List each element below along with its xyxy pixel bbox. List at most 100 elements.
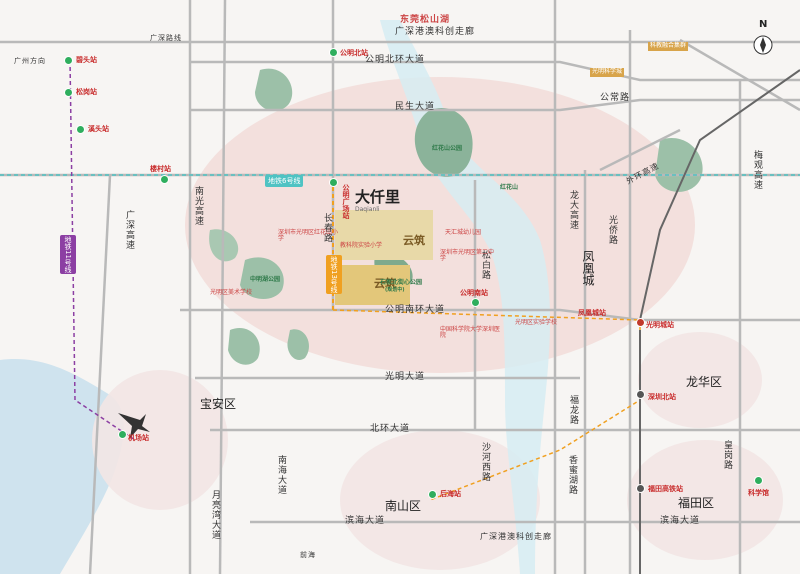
park-south <box>287 329 310 360</box>
station-airport-marker[interactable] <box>118 430 127 439</box>
badge-line11: 地铁11号线 <box>60 235 76 274</box>
station-bitou-marker[interactable] <box>64 56 73 65</box>
station-fenghuangcheng[interactable]: 凤凰城站 <box>578 309 606 317</box>
park-southwest <box>228 328 260 365</box>
rail-line <box>639 69 800 321</box>
nanshan-oval <box>340 430 540 570</box>
station-shenzhen-north-marker[interactable] <box>636 390 645 399</box>
project-block-b <box>335 265 410 305</box>
station-songgang[interactable]: 松岗站 <box>76 88 97 96</box>
project-block-a <box>335 210 433 260</box>
badge-line6: 地铁6号线 <box>265 175 304 187</box>
label-qianhai: 前海 <box>300 551 316 559</box>
station-gongming-north-marker[interactable] <box>329 48 338 57</box>
station-gongming-square-marker[interactable] <box>329 178 338 187</box>
station-houhai[interactable]: 后海站 <box>440 490 461 498</box>
metro-line11 <box>69 59 136 441</box>
tag-science-cluster: 科教融合集群 <box>648 42 689 51</box>
station-gongming-north[interactable]: 公明北站 <box>340 49 368 57</box>
district-nanshan: 南山区 <box>385 499 422 513</box>
station-kexueguan-marker[interactable] <box>754 476 763 485</box>
label-huangguan: 皇岗路 <box>722 440 732 470</box>
station-louhu-marker[interactable] <box>160 175 169 184</box>
label-guangming-ave: 光明大道 <box>385 372 426 382</box>
project-logo-en: Daqianli <box>355 206 380 213</box>
label-nanguang: 南光高速 <box>193 186 203 226</box>
station-guangmingcheng[interactable]: 光明城站 <box>646 321 674 329</box>
station-airport[interactable]: 机场站 <box>128 434 149 442</box>
park-jinsheng <box>240 257 284 300</box>
station-kexueguan[interactable]: 科学馆 <box>748 489 769 497</box>
label-xiangmihu: 香蜜湖路 <box>567 455 577 495</box>
airplane-icon <box>118 413 150 438</box>
station-futian-hsr-marker[interactable] <box>636 484 645 493</box>
park-north <box>255 68 293 111</box>
station-gongming-square[interactable]: 公明广场站 <box>342 184 350 219</box>
project-yunzhu-a[interactable]: 云筑 <box>403 234 425 247</box>
label-corridor-top: 广深港澳科创走廊 <box>395 27 476 37</box>
label-shahe: 沙河西路 <box>480 442 490 482</box>
park-hongling-label: 红花山 <box>500 184 519 191</box>
focus-oval <box>185 77 695 373</box>
poi-experiment-school: 光明区实验学校 <box>515 319 558 326</box>
station-gongming-south-marker[interactable] <box>471 298 480 307</box>
label-meiguan: 梅观高速 <box>752 150 762 190</box>
poi-ucas: 中国科学院大学深圳医院 <box>440 326 501 339</box>
station-xitou-marker[interactable] <box>76 125 85 134</box>
futian-oval <box>627 440 783 560</box>
label-gongchang: 公常路 <box>600 93 631 103</box>
park-hongqiao-label: 红花山公园 <box>432 145 463 152</box>
label-guangshen-hwy: 广深高速 <box>124 210 134 250</box>
label-changchun: 长春路 <box>322 213 332 243</box>
project-logo: 大仟里 <box>355 188 401 206</box>
park-zhongming-label: 中明湖公园 <box>250 276 281 283</box>
label-nanhai: 南海大道 <box>276 455 286 495</box>
longhua-oval <box>638 332 762 428</box>
station-guangmingcheng-marker[interactable] <box>636 318 645 327</box>
park-east <box>655 138 703 192</box>
station-gongming-south[interactable]: 公明南站 <box>460 289 488 297</box>
station-shenzhen-north[interactable]: 深圳北站 <box>648 393 676 401</box>
label-minsheng: 民生大道 <box>395 102 436 112</box>
badge-line13: 地铁13号线 <box>326 255 342 294</box>
label-fenghuang: 凤凰城 <box>581 250 595 286</box>
label-longda: 龙大高速 <box>568 190 578 230</box>
poi-art-school: 光明区美术学校 <box>210 289 253 296</box>
district-baoan: 宝安区 <box>200 397 237 411</box>
district-longhua: 龙华区 <box>686 375 723 389</box>
label-north-ring: 北环大道 <box>370 424 411 434</box>
label-binhai: 滨海大道 <box>345 516 386 526</box>
park-hongqiao <box>414 108 473 177</box>
label-yueliang: 月亮湾大道 <box>210 490 220 540</box>
label-gongming-north: 公明北环大道 <box>365 55 426 65</box>
project-yunzhu-b[interactable]: 云筑 <box>374 277 396 290</box>
label-fulong: 福龙路 <box>568 395 578 425</box>
label-guangshen: 广深路线 <box>150 34 182 42</box>
label-songbai: 松白路 <box>480 250 490 280</box>
sea-area <box>0 359 124 574</box>
poi-tianlong: 天汇城幼儿园 <box>445 229 482 236</box>
station-songgang-marker[interactable] <box>64 88 73 97</box>
park-shijia-sub: (规划中) <box>385 287 405 293</box>
label-guangzhou: 广州方向 <box>14 57 46 65</box>
label-corridor-bottom: 广深港澳科创走廊 <box>480 532 552 541</box>
station-xitou[interactable]: 溪头站 <box>88 125 109 133</box>
poi-second-high: 深圳市光明区第二中学 <box>440 249 495 262</box>
label-gongming-south: 公明南环大道 <box>385 305 446 315</box>
compass-needle <box>760 37 766 53</box>
tag-science-city: 光明科学城 <box>590 68 625 77</box>
baoan-oval <box>92 370 228 510</box>
metro-line-south <box>429 320 641 501</box>
poi-hongqiao-school: 深圳市光明区红花山小学 <box>278 229 339 242</box>
compass-label: N <box>759 19 768 30</box>
park-shijia-label: 石家北街心公园 <box>380 279 423 286</box>
station-houhai-marker[interactable] <box>428 490 437 499</box>
label-guangming-rd: 光侨路 <box>607 215 617 245</box>
station-bitou[interactable]: 碧头站 <box>76 56 97 64</box>
station-louhu[interactable]: 楼村站 <box>150 165 171 173</box>
station-futian-hsr[interactable]: 福田高铁站 <box>648 485 683 493</box>
label-songshanhu: 东莞松山湖 <box>400 15 451 25</box>
poi-edu-school: 教科院实验小学 <box>340 242 383 249</box>
